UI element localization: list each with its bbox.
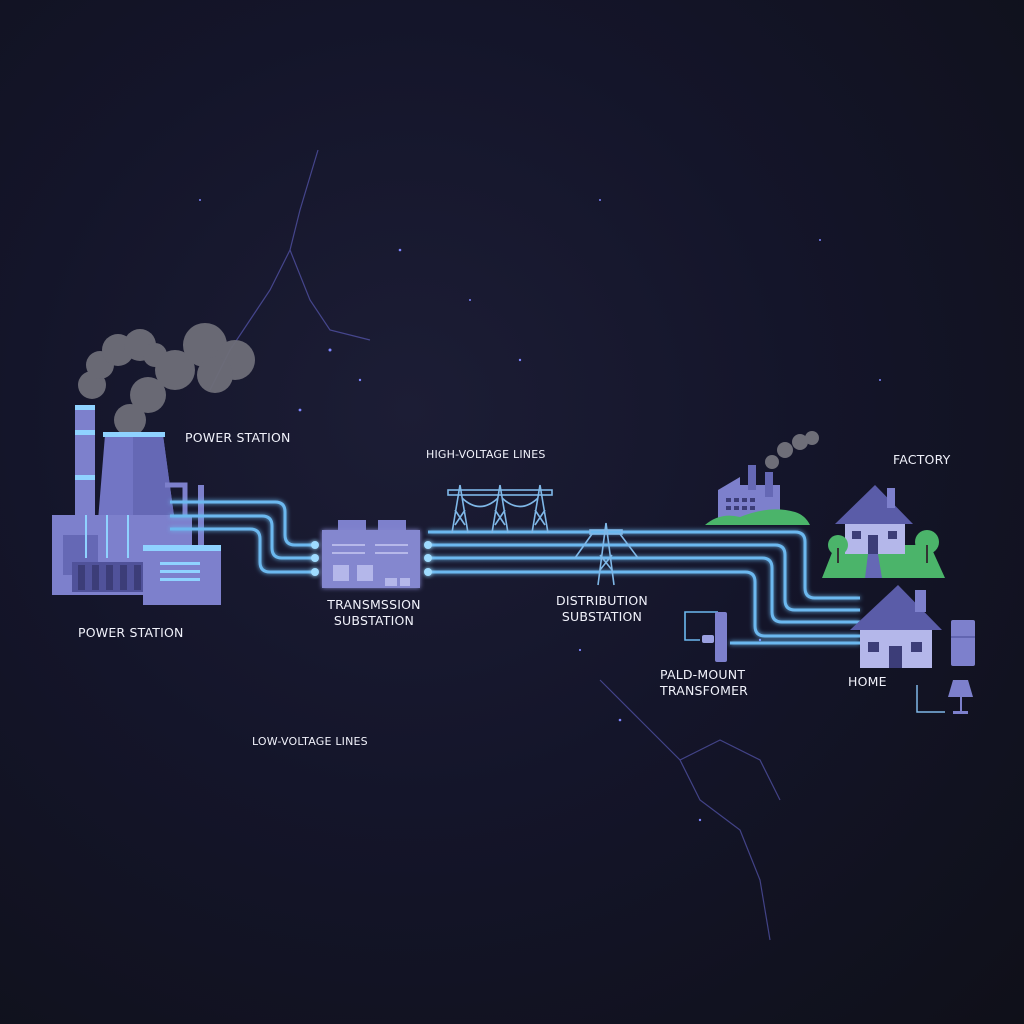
connector-nodes — [311, 541, 432, 576]
label-line: SUBSTATION — [333, 613, 415, 628]
pad-mount-transformer-icon — [684, 611, 727, 662]
label-line: TRANSFOMER — [660, 683, 749, 698]
label-line: DISTRIBUTION — [556, 593, 648, 608]
label-factory: FACTORY — [893, 452, 951, 467]
refrigerator-icon — [951, 620, 975, 666]
label-home: HOME — [848, 674, 887, 689]
label-power-station-top: POWER STATION — [185, 430, 291, 445]
label-line: SUBSTATION — [561, 609, 643, 624]
label-high-voltage-lines: HIGH-VOLTAGE LINES — [426, 448, 546, 461]
power-lines — [170, 500, 860, 645]
label-line: TRANSMSSION — [327, 597, 421, 612]
house-icon — [822, 485, 945, 578]
home-icon — [850, 585, 975, 714]
label-transmission-substation: TRANSMSSION SUBSTATION — [322, 597, 426, 629]
label-power-station-bottom: POWER STATION — [78, 625, 184, 640]
label-low-voltage-lines: LOW-VOLTAGE LINES — [252, 735, 368, 748]
transmission-substation-icon — [322, 520, 420, 588]
smoke-icon — [78, 323, 255, 436]
lamp-icon — [948, 680, 973, 697]
factory-icon — [705, 431, 819, 525]
label-distribution-substation: DISTRIBUTION SUBSTATION — [552, 593, 652, 625]
transmission-tower-icons — [447, 484, 639, 586]
label-pad-mount-transformer: PALD-MOUNT TRANSFOMER — [660, 667, 748, 699]
label-line: PALD-MOUNT — [660, 667, 746, 682]
power-station-illustration — [52, 323, 255, 605]
